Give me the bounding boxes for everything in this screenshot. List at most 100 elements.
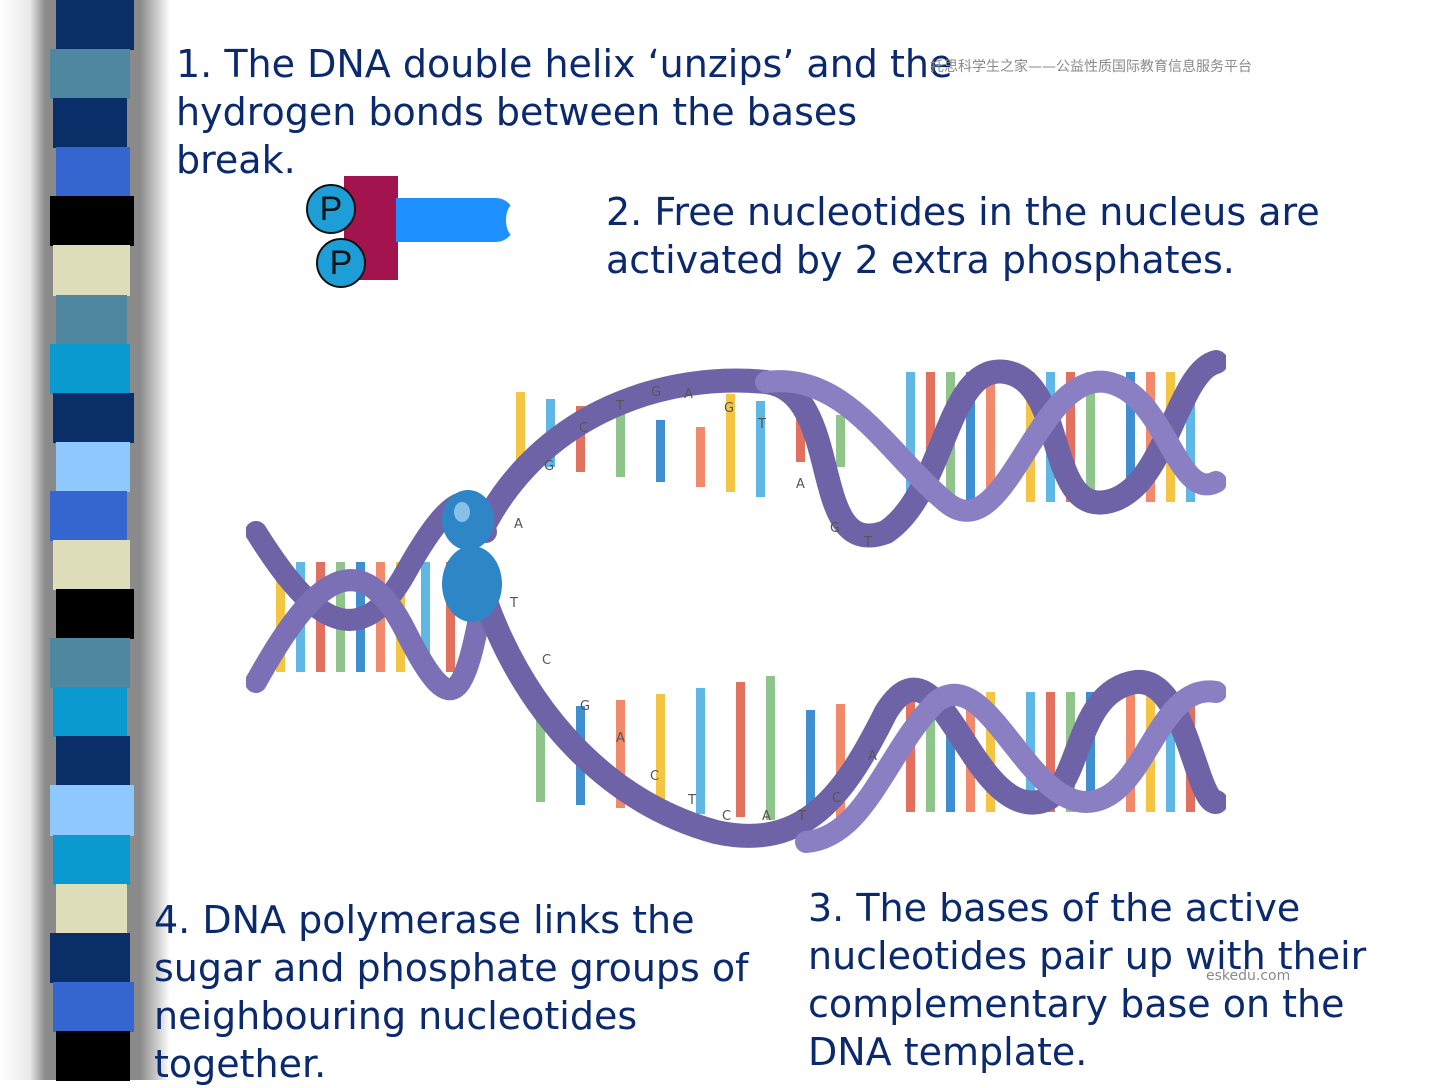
upper-base-letter: G [830,521,840,536]
base-pair-rung [1126,372,1135,502]
base-pair-rung [836,415,845,467]
sidebar-stripe [56,0,134,51]
watermark-bottom: eskedu.com [1206,968,1291,984]
step-2-text: 2. Free nucleotides in the nucleus are a… [606,190,1320,282]
upper-base-letter: G [651,385,661,400]
sidebar-stripe [50,638,130,689]
sidebar-stripe [56,441,130,492]
base-pair-rung [726,394,735,492]
lower-base-letter: C [650,769,659,784]
activated-nucleotide: P P [300,170,530,300]
upper-base-letter: A [684,387,693,402]
step-4-text: 4. DNA polymerase links the sugar and ph… [154,898,749,1086]
base-pair-rung [766,676,775,820]
sidebar-stripe [53,687,127,738]
lower-base-letter: C [722,809,731,824]
lower-base-letter: T [509,596,518,611]
parent-strand-b [246,569,497,701]
base-pair-rung [276,562,285,672]
sidebar-stripe [56,147,130,198]
sidebar-stripe [56,736,130,787]
lower-new-strand [795,680,1226,853]
base-pair-rung [986,692,995,812]
sidebar-stripe [50,785,134,836]
enzyme-upper-lobe [442,490,494,550]
phosphate-label-2: P [329,243,353,282]
upper-base-letter: T [615,399,624,414]
enzyme-lower-lobe [442,546,502,622]
base-pair-rung [986,372,995,502]
base-pair-rung [966,372,975,502]
upper-base-letter: G [544,459,554,474]
lower-base-letter: C [832,791,841,806]
base-pair-rung [1146,372,1155,502]
sidebar-stripe [50,49,130,100]
base-pair-rung [696,688,705,814]
upper-base-letter: A [796,477,805,492]
base-pair-rung [756,401,765,497]
base-pair-rung [696,427,705,487]
upper-base-letter: C [579,421,588,436]
lower-base-letter: T [797,809,806,824]
base-pair-rung [806,710,815,823]
dna-polymerase-enzyme [442,490,502,622]
sugar-phosphate-backbones [246,350,1226,853]
base-pair-rung [836,704,845,826]
upper-base-letter: G [724,401,734,416]
enzyme-highlight [454,502,470,522]
decorative-sidebar [0,0,170,1081]
base-pair-rung [1186,372,1195,502]
step-3-text: 3. The bases of the active nucleotides p… [808,886,1367,1074]
sidebar-stripe [56,1030,130,1081]
phosphate-circle-1: P [306,184,356,234]
base-pair-rung [926,372,935,502]
lower-base-letter: G [580,699,590,714]
base-pair-rung [926,692,935,812]
base-pair-rung [616,413,625,477]
base-pair-rung [536,712,545,802]
sidebar-stripe [50,490,127,541]
upper-base-letter: T [757,417,766,432]
upper-new-strand [755,370,1226,522]
phosphate-circle-2: P [316,238,366,288]
nucleotide-base [396,198,514,242]
sidebar-stripe [53,98,127,149]
base-pair-rung [736,682,745,817]
lower-base-letter: T [687,793,696,808]
sidebar-stripe [56,883,127,934]
base-pair-rung [796,408,805,462]
sidebar-stripe [53,540,130,591]
base-pair-rung [906,372,915,502]
sidebar-stripe [53,392,134,443]
phosphate-label-1: P [319,189,343,228]
base-pair-rung [516,392,525,462]
base-pair-rung [421,562,430,672]
base-pair-rung [1066,372,1075,502]
base-pair-rung [656,420,665,482]
base-pair-rung [446,562,455,672]
base-pair-rung [1046,692,1055,812]
upper-base-letter: T [863,535,872,550]
watermark-top: 托思科学生之家——公益性质国际教育信息服务平台 [930,59,1252,75]
base-pair-rung [1166,692,1175,812]
sidebar-stripe [56,294,127,345]
sidebar-stripe [53,245,130,296]
sidebar-stripe [56,589,134,640]
sidebar-stripe [50,343,130,394]
lower-base-letter: A [616,731,625,746]
base-pair-rung [656,694,665,811]
upper-base-letter: A [514,517,523,532]
base-pair-rung [1086,372,1095,502]
base-pair-rung [576,406,585,472]
base-pair-rung [946,692,955,812]
sidebar-stripe [53,981,134,1032]
nucleotide-base-notch [506,204,522,236]
sidebar-stripe [53,834,130,885]
sidebar-stripe [50,932,130,983]
base-pair-rung [616,700,625,808]
lower-base-letter: A [868,749,877,764]
step-1-text: 1. The DNA double helix ‘unzips’ and the… [176,42,953,182]
lower-base-letter: A [762,809,771,824]
